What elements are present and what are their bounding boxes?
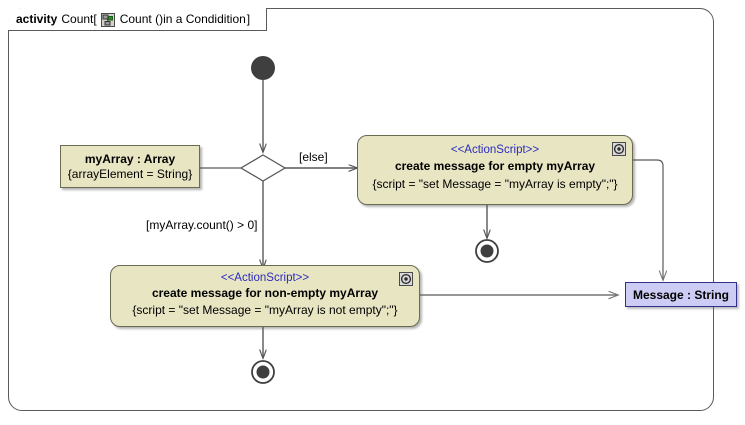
edge-label-count-guard: [myArray.count() > 0] (146, 218, 258, 232)
frame-subtitle: Count ()in a Condidition (119, 12, 246, 26)
message-object-label: Message : String (632, 287, 730, 302)
frame-name: Count[ (61, 12, 97, 26)
myarray-property: {arrayElement = String} (67, 166, 193, 181)
gear-icon[interactable] (399, 272, 413, 286)
myarray-title: myArray : Array (84, 151, 176, 166)
activity-diagram-icon (100, 13, 115, 27)
action-empty-title: create message for empty myArray (394, 159, 596, 173)
action-node-create-message-nonempty[interactable]: <<ActionScript>> create message for non-… (110, 265, 420, 327)
gear-icon[interactable] (612, 142, 626, 156)
frame-keyword: activity (16, 12, 58, 26)
activity-frame-border (8, 8, 714, 411)
object-node-message[interactable]: Message : String (625, 282, 737, 307)
action-nonempty-title: create message for non-empty myArray (151, 286, 379, 300)
action-empty-stereotype: <<ActionScript>> (450, 144, 540, 156)
activity-frame-header: activity Count[ Count ()in a Condidition… (8, 8, 268, 31)
object-node-myarray[interactable]: myArray : Array {arrayElement = String} (60, 145, 200, 188)
action-node-create-message-empty[interactable]: <<ActionScript>> create message for empt… (357, 135, 633, 205)
action-empty-property: {script = "set Message = "myArray is emp… (372, 177, 618, 191)
frame-close-bracket: ] (246, 12, 251, 26)
edge-label-else: [else] (299, 150, 328, 164)
action-nonempty-stereotype: <<ActionScript>> (220, 272, 310, 284)
action-nonempty-property: {script = "set Message = "myArray is not… (132, 303, 398, 317)
